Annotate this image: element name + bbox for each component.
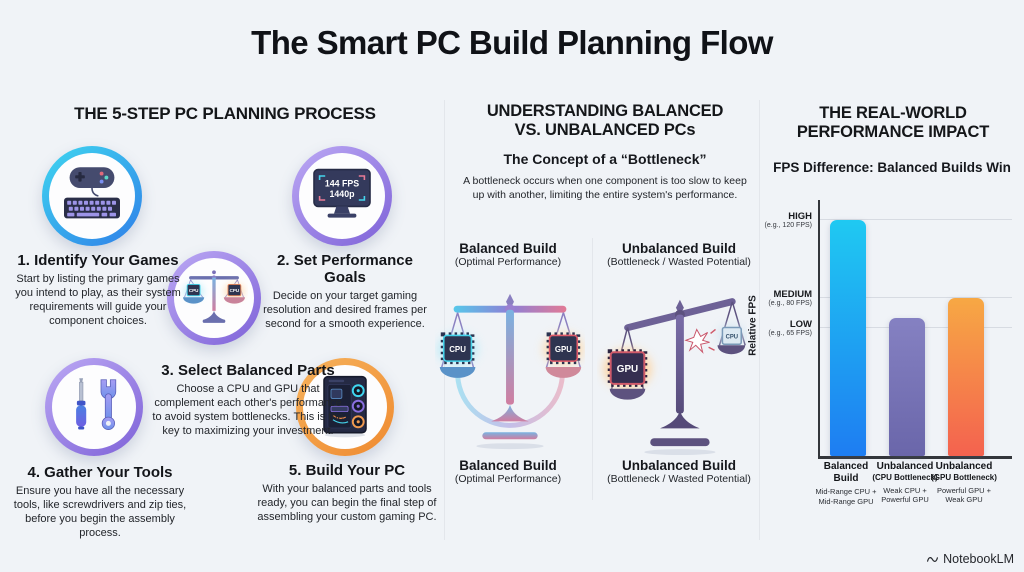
balanced-scale-illustration: CPU GPU [437,293,584,450]
pc-case-icon [323,375,367,438]
middle-heading-line2: VS. UNBALANCED PCs [514,120,696,139]
chart-plot [818,200,1012,459]
middle-heading-line1: UNDERSTANDING BALANCED [486,102,724,120]
step3-text: 3. Select Balanced Parts Choose a CPU an… [150,362,346,438]
unbalanced-scale-illustration: GPU CPU [603,298,746,456]
monitor-text-res: 1440p [330,189,356,199]
gamepad-keyboard-icon [64,167,120,219]
step3-circle: CPU CPU [167,251,261,345]
ytick-medium: MEDIUM(e.g., 80 FPS) [768,289,812,308]
left-section-heading: THE 5-STEP PC PLANNING PROCESS [74,104,376,123]
middle-section-heading: UNDERSTANDING BALANCED VS. UNBALANCED PC… [450,102,760,140]
watermark: NotebookLM [926,552,1014,566]
bottleneck-spark [684,328,710,354]
step3-title: 3. Select Balanced Parts [161,362,335,379]
balanced-subtitle-bottom: (Optimal Performance) [454,473,562,485]
step5-desc: With your balanced parts and tools ready… [257,483,437,524]
gridline-high [820,218,1012,220]
unbalanced-title-bottom: Unbalanced Build [621,458,736,473]
chart-bar-2 [889,318,925,456]
step2-text: 2. Set Performance Goals Decide on your … [256,252,434,331]
step3-desc: Choose a CPU and GPU that complement eac… [152,383,344,438]
right-heading-line1: THE REAL-WORLD [819,104,967,122]
step4-desc: Ensure you have all the necessary tools,… [13,485,187,540]
balance-scale-icon: CPU CPU [183,270,245,323]
balanced-label-bottom: Balanced Build (Optimal Performance) [433,458,583,485]
step4-circle [45,358,143,456]
monitor-text-fps: 144 FPS [325,178,359,188]
step2-title: 2. Set Performance Goals [277,252,413,286]
watermark-text: NotebookLM [943,552,1014,566]
gridline-medium [820,297,1012,299]
bottleneck-subheading: The Concept of a “Bottleneck” [503,151,707,167]
monitor-icon: 144 FPS 1440p [313,168,371,218]
unbalanced-cpu-chip-label: CPU [726,334,739,340]
right-heading-line2: PERFORMANCE IMPACT [796,122,990,141]
chart-yticks: HIGH(e.g., 120 FPS) MEDIUM(e.g., 80 FPS) L… [758,200,814,456]
divider-middle-right [759,100,760,540]
step2-circle: 144 FPS 1440p [292,146,392,246]
unbalanced-label-top: Unbalanced Build (Bottleneck / Wasted Po… [599,241,759,268]
page-title: The Smart PC Build Planning Flow [251,24,773,61]
chart-bar-3 [948,298,984,456]
divider-left-middle [444,100,445,540]
unbalanced-subtitle-bottom: (Bottleneck / Wasted Potential) [607,473,751,485]
tools-icon [76,378,117,430]
unbalanced-title-top: Unbalanced Build [621,241,736,256]
step1-title: 1. Identify Your Games [17,252,179,269]
bottleneck-description: A bottleneck occurs when one component i… [463,175,747,201]
step1-desc: Start by listing the primary games you i… [15,273,181,328]
divider-balanced-unbalanced [592,238,593,500]
balanced-title-top: Balanced Build [459,241,557,256]
balanced-label-top: Balanced Build (Optimal Performance) [433,241,583,268]
unbalanced-gpu-chip-label: GPU [617,364,638,375]
chart-title: FPS Difference: Balanced Builds Win [773,160,1011,175]
chart-xlabel-3: Unbalanced(GPU Bottleneck)Powerful GPU +… [931,461,997,505]
balanced-cpu-chip-label: CPU [449,345,466,354]
step4-title: 4. Gather Your Tools [27,464,173,481]
chart-bar-1 [830,219,866,456]
step5-text: 5. Build Your PC With your balanced part… [254,462,440,524]
ytick-high: HIGH(e.g., 120 FPS) [764,210,812,229]
balanced-subtitle-top: (Optimal Performance) [454,256,562,268]
chart-xlabel-2: Unbalanced(CPU Bottleneck)Weak CPU + Pow… [872,461,938,505]
balanced-gpu-chip-label: GPU [555,345,572,354]
right-section-heading: THE REAL-WORLD PERFORMANCE IMPACT [768,104,1018,142]
step5-title: 5. Build Your PC [288,462,406,479]
scale-icon-chip-left-label: CPU [189,288,199,293]
balanced-title-bottom: Balanced Build [459,458,557,473]
chart-ylabel: Relative FPS [747,295,759,356]
step1-text: 1. Identify Your Games Start by listing … [12,252,184,328]
step2-desc: Decide on your target gaming resolution … [263,290,427,331]
unbalanced-label-bottom: Unbalanced Build (Bottleneck / Wasted Po… [599,458,759,485]
step1-circle [42,146,142,246]
unbalanced-subtitle-top: (Bottleneck / Wasted Potential) [607,256,751,268]
step5-circle [296,358,394,456]
step4-text: 4. Gather Your Tools Ensure you have all… [10,464,190,540]
scale-icon-chip-right-label: CPU [230,288,240,293]
notebooklm-icon [927,556,939,562]
ytick-low: LOW(e.g., 65 FPS) [768,319,812,337]
